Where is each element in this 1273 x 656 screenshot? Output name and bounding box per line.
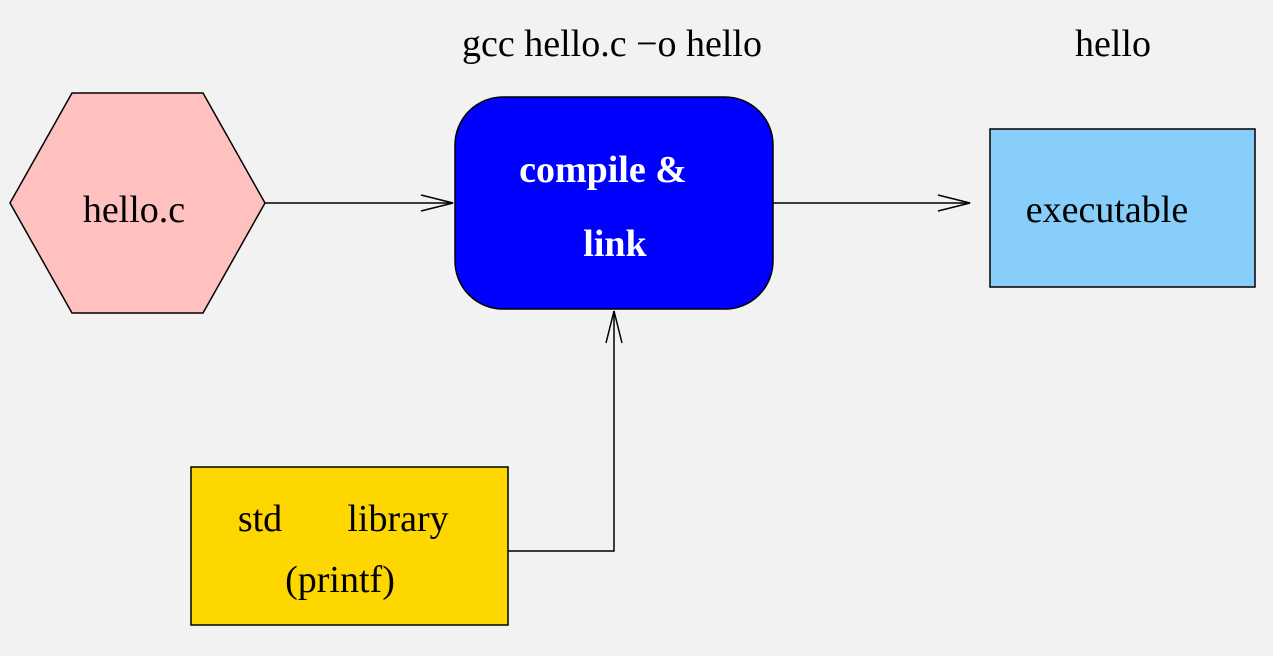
- output-box: [989, 128, 1256, 288]
- edge-source-to-compile: [265, 194, 454, 212]
- edge-library-to-compile: [508, 310, 623, 552]
- output-name-label: hello: [1075, 23, 1151, 65]
- output-label: executable: [1026, 189, 1188, 231]
- library-label-word2: library: [347, 498, 448, 540]
- edge-compile-to-output: [773, 194, 971, 212]
- output-node: executable: [989, 128, 1256, 288]
- source-node: hello.c: [9, 92, 266, 314]
- library-label-word1: std: [238, 498, 282, 540]
- compile-label-line1: compile &: [519, 149, 687, 191]
- compile-node: compile & link: [454, 96, 774, 310]
- library-label-line2: (printf): [285, 559, 395, 601]
- source-label: hello.c: [83, 189, 185, 231]
- source-hexagon: [9, 92, 266, 314]
- compile-box: [454, 96, 774, 310]
- library-box: [190, 466, 509, 626]
- compile-label-line2: link: [583, 223, 647, 265]
- library-node: std library (printf): [190, 466, 509, 626]
- command-label: gcc hello.c −o hello: [462, 23, 762, 65]
